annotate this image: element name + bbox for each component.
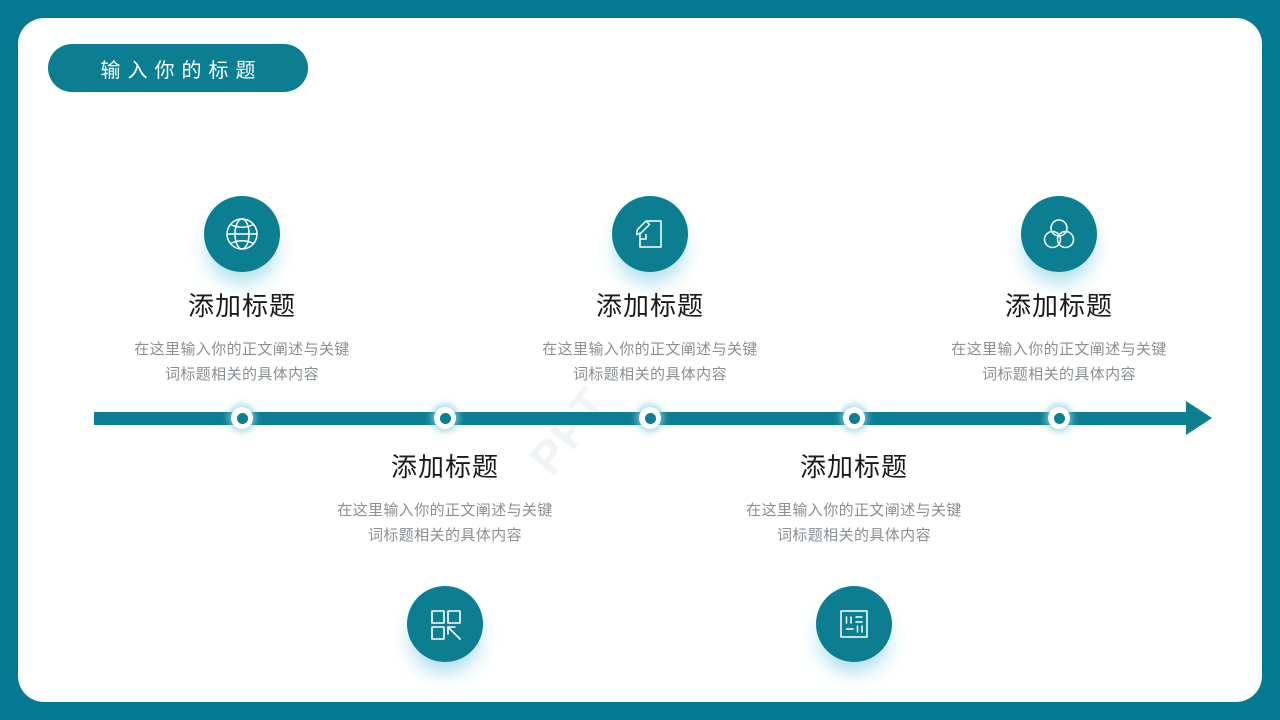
icon-circle-3[interactable] [612, 196, 688, 272]
item-heading: 添加标题 [1004, 291, 1113, 321]
slide-title-text: 输入你的标题 [100, 59, 263, 82]
timeline [94, 401, 1212, 435]
item-body-line: 词标题相关的具体内容 [776, 527, 931, 545]
slide-title-pill[interactable]: 输入你的标题 [48, 44, 308, 92]
item-heading: 添加标题 [799, 452, 908, 482]
icon-circle-4[interactable] [816, 586, 892, 662]
item-block-2: 添加标题 在这里输入你的正文阐述与关键 词标题相关的具体内容 [280, 451, 610, 549]
timeline-marker[interactable] [434, 407, 456, 429]
document-edit-icon [629, 213, 671, 255]
item-body-line: 在这里输入你的正文阐述与关键 [337, 501, 553, 519]
item-body: 在这里输入你的正文阐述与关键 词标题相关的具体内容 [77, 337, 407, 389]
slide-card: PPT 输入你的标题 [18, 18, 1262, 702]
item-heading: 添加标题 [187, 291, 296, 321]
item-body: 在这里输入你的正文阐述与关键 词标题相关的具体内容 [280, 498, 610, 550]
item-body: 在这里输入你的正文阐述与关键 词标题相关的具体内容 [689, 498, 1019, 550]
timeline-marker[interactable] [843, 407, 865, 429]
three-circles-icon [1038, 213, 1080, 255]
item-body: 在这里输入你的正文阐述与关键 词标题相关的具体内容 [894, 337, 1224, 389]
item-body-line: 词标题相关的具体内容 [981, 366, 1136, 384]
timeline-marker[interactable] [639, 407, 661, 429]
item-body: 在这里输入你的正文阐述与关键 词标题相关的具体内容 [485, 337, 815, 389]
item-body-line: 词标题相关的具体内容 [572, 366, 727, 384]
item-body-line: 词标题相关的具体内容 [164, 366, 319, 384]
item-body-line: 在这里输入你的正文阐述与关键 [134, 340, 350, 358]
item-block-1: 添加标题 在这里输入你的正文阐述与关键 词标题相关的具体内容 [77, 290, 407, 388]
report-chart-icon [833, 603, 875, 645]
item-body-line: 在这里输入你的正文阐述与关键 [746, 501, 962, 519]
icon-circle-2[interactable] [407, 586, 483, 662]
item-heading: 添加标题 [390, 452, 499, 482]
timeline-arrow-icon [1186, 401, 1212, 435]
item-block-3: 添加标题 在这里输入你的正文阐述与关键 词标题相关的具体内容 [485, 290, 815, 388]
item-body-line: 在这里输入你的正文阐述与关键 [542, 340, 758, 358]
item-body-line: 在这里输入你的正文阐述与关键 [951, 340, 1167, 358]
item-block-5: 添加标题 在这里输入你的正文阐述与关键 词标题相关的具体内容 [894, 290, 1224, 388]
icon-circle-1[interactable] [204, 196, 280, 272]
globe-icon [221, 213, 263, 255]
item-heading: 添加标题 [595, 291, 704, 321]
timeline-marker[interactable] [231, 407, 253, 429]
icon-circle-5[interactable] [1021, 196, 1097, 272]
item-body-line: 词标题相关的具体内容 [367, 527, 522, 545]
timeline-marker[interactable] [1048, 407, 1070, 429]
item-block-4: 添加标题 在这里输入你的正文阐述与关键 词标题相关的具体内容 [689, 451, 1019, 549]
grid-arrow-icon [424, 603, 466, 645]
